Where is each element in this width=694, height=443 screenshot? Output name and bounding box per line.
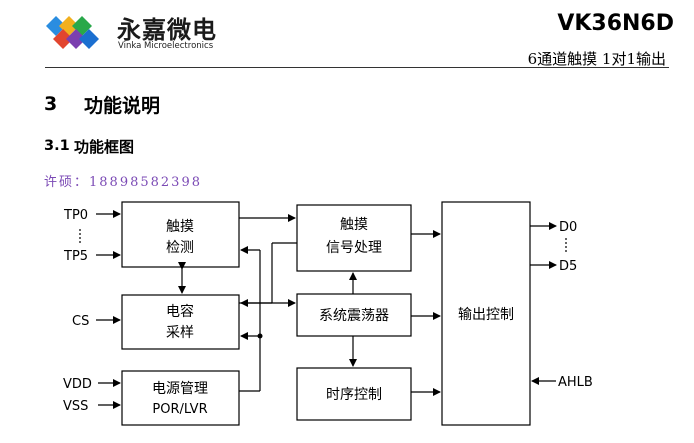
block-signal-proc <box>296 204 412 272</box>
header-divider <box>45 67 669 68</box>
cap-sample-line1: 电容 <box>166 303 194 320</box>
block-oscillator <box>296 293 412 337</box>
pin-vdd: VDD <box>63 377 92 392</box>
company-subtitle: Vinka Microelectronics <box>118 41 214 51</box>
contact-text: 许硕：18898582398 <box>44 175 202 190</box>
pin-tp5: TP5 <box>63 249 88 264</box>
power-line2: POR/LVR <box>152 402 207 417</box>
touch-detect-line2: 检测 <box>166 240 194 256</box>
model-number: VK36N6D <box>557 11 674 36</box>
block-output-ctrl <box>441 201 531 426</box>
block-timing <box>296 367 412 421</box>
pin-tp0: TP0 <box>63 208 88 223</box>
subsection-number: 3.1 <box>44 138 70 154</box>
section-number: 3 <box>44 93 58 115</box>
pin-cs: CS <box>72 314 89 329</box>
output-ctrl-label: 输出控制 <box>458 307 514 323</box>
oscillator-label: 系统震荡器 <box>319 308 389 324</box>
power-line1: 电源管理 <box>152 381 208 397</box>
pin-d0: D0 <box>559 220 577 235</box>
subsection-title: 功能框图 <box>74 138 135 156</box>
pin-vss: VSS <box>63 399 88 414</box>
pin-ahlb: AHLB <box>558 375 593 390</box>
signal-proc-line2: 信号处理 <box>326 240 382 256</box>
company-name: 永嘉微电 <box>117 16 217 44</box>
product-description: 6通道触摸 1对1输出 <box>527 50 666 68</box>
signal-proc-line1: 触摸 <box>340 217 368 233</box>
block-power <box>121 370 240 426</box>
block-cap-sample <box>121 294 240 350</box>
pin-d5: D5 <box>559 259 577 274</box>
logo-icon <box>46 16 99 49</box>
timing-label: 时序控制 <box>326 387 382 403</box>
section-title: 功能说明 <box>84 95 161 117</box>
touch-detect-line1: 触摸 <box>166 219 194 235</box>
cap-sample-line2: 采样 <box>166 325 194 341</box>
